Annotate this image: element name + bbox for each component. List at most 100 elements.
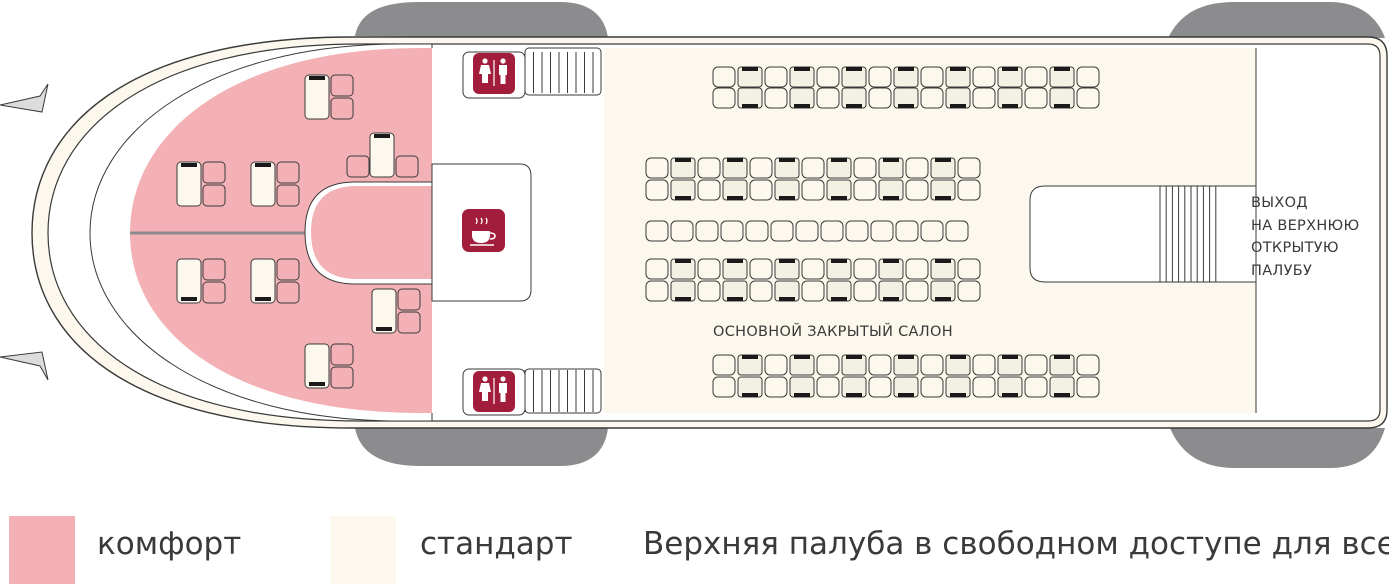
- seat-cushion[interactable]: [397, 311, 421, 334]
- standard-seat[interactable]: [801, 179, 825, 201]
- standard-seat[interactable]: [764, 354, 788, 376]
- seat-cushion[interactable]: [202, 161, 226, 184]
- standard-seat[interactable]: [905, 258, 929, 280]
- seat-cushion[interactable]: [330, 343, 354, 366]
- standard-seat[interactable]: [816, 376, 840, 398]
- standard-seat[interactable]: [697, 179, 721, 201]
- standard-seat[interactable]: [749, 280, 773, 302]
- comfort-seat-unit[interactable]: [176, 258, 226, 304]
- comfort-armchair[interactable]: [369, 132, 395, 178]
- standard-seat[interactable]: [764, 66, 788, 88]
- standard-seat[interactable]: [1024, 354, 1048, 376]
- seat-cushion[interactable]: [202, 184, 226, 207]
- seat-cushion[interactable]: [276, 258, 300, 281]
- standard-seat[interactable]: [712, 354, 736, 376]
- standard-seat[interactable]: [853, 179, 877, 201]
- comfort-seat-unit[interactable]: [176, 161, 226, 207]
- comfort-armchair[interactable]: [304, 74, 330, 120]
- seat-cushion[interactable]: [202, 258, 226, 281]
- standard-seat[interactable]: [749, 157, 773, 179]
- standard-seat[interactable]: [712, 87, 736, 109]
- standard-seat[interactable]: [801, 157, 825, 179]
- standard-seat[interactable]: [764, 87, 788, 109]
- comfort-seat-unit[interactable]: [304, 74, 354, 120]
- seat-cushion[interactable]: [202, 281, 226, 304]
- standard-seat[interactable]: [905, 157, 929, 179]
- seat-cushion[interactable]: [330, 97, 354, 120]
- standard-seat[interactable]: [853, 258, 877, 280]
- standard-seat[interactable]: [1076, 354, 1100, 376]
- standard-seat[interactable]: [720, 220, 744, 242]
- standard-seat[interactable]: [957, 280, 981, 302]
- restroom-icon[interactable]: [462, 51, 526, 99]
- standard-seat[interactable]: [645, 179, 669, 201]
- standard-seat[interactable]: [972, 66, 996, 88]
- standard-seat[interactable]: [972, 376, 996, 398]
- standard-seat[interactable]: [697, 258, 721, 280]
- standard-seat[interactable]: [695, 220, 719, 242]
- comfort-seat-unit[interactable]: [371, 288, 421, 334]
- standard-seat[interactable]: [697, 280, 721, 302]
- exit-stairs[interactable]: [1159, 186, 1217, 282]
- standard-seat[interactable]: [801, 280, 825, 302]
- comfort-seat-unit[interactable]: [346, 132, 419, 178]
- comfort-seat-unit[interactable]: [250, 161, 300, 207]
- standard-seat[interactable]: [945, 220, 969, 242]
- comfort-armchair[interactable]: [250, 161, 276, 207]
- comfort-armchair[interactable]: [176, 258, 202, 304]
- standard-seat[interactable]: [1024, 87, 1048, 109]
- standard-seat[interactable]: [853, 157, 877, 179]
- standard-seat[interactable]: [920, 66, 944, 88]
- standard-seat[interactable]: [957, 157, 981, 179]
- standard-seat[interactable]: [972, 87, 996, 109]
- seat-cushion[interactable]: [346, 155, 370, 178]
- comfort-seat-unit[interactable]: [304, 343, 354, 389]
- standard-seat[interactable]: [1076, 87, 1100, 109]
- standard-seat[interactable]: [920, 87, 944, 109]
- standard-seat[interactable]: [645, 280, 669, 302]
- standard-seat[interactable]: [845, 220, 869, 242]
- standard-seat[interactable]: [816, 87, 840, 109]
- standard-seat[interactable]: [853, 280, 877, 302]
- standard-seat[interactable]: [820, 220, 844, 242]
- standard-seat[interactable]: [645, 258, 669, 280]
- standard-seat[interactable]: [770, 220, 794, 242]
- standard-seat[interactable]: [920, 220, 944, 242]
- seat-cushion[interactable]: [395, 155, 419, 178]
- standard-seat[interactable]: [749, 258, 773, 280]
- standard-seat[interactable]: [1076, 66, 1100, 88]
- standard-seat[interactable]: [697, 157, 721, 179]
- seat-cushion[interactable]: [276, 281, 300, 304]
- standard-seat[interactable]: [868, 87, 892, 109]
- standard-seat[interactable]: [1024, 66, 1048, 88]
- standard-seat[interactable]: [1024, 376, 1048, 398]
- comfort-armchair[interactable]: [250, 258, 276, 304]
- standard-seat[interactable]: [816, 66, 840, 88]
- comfort-seat-unit[interactable]: [250, 258, 300, 304]
- standard-seat[interactable]: [745, 220, 769, 242]
- standard-seat[interactable]: [712, 376, 736, 398]
- standard-seat[interactable]: [868, 354, 892, 376]
- standard-seat[interactable]: [764, 376, 788, 398]
- standard-seat[interactable]: [795, 220, 819, 242]
- seat-cushion[interactable]: [397, 288, 421, 311]
- standard-seat[interactable]: [868, 66, 892, 88]
- standard-seat[interactable]: [957, 258, 981, 280]
- seat-cushion[interactable]: [330, 74, 354, 97]
- standard-seat[interactable]: [868, 376, 892, 398]
- standard-seat[interactable]: [957, 179, 981, 201]
- standard-seat[interactable]: [870, 220, 894, 242]
- standard-seat[interactable]: [749, 179, 773, 201]
- comfort-armchair[interactable]: [304, 343, 330, 389]
- seat-cushion[interactable]: [330, 366, 354, 389]
- standard-seat[interactable]: [905, 179, 929, 201]
- standard-seat[interactable]: [645, 220, 669, 242]
- comfort-armchair[interactable]: [176, 161, 202, 207]
- standard-seat[interactable]: [920, 354, 944, 376]
- standard-seat[interactable]: [905, 280, 929, 302]
- standard-seat[interactable]: [670, 220, 694, 242]
- standard-seat[interactable]: [645, 157, 669, 179]
- standard-seat[interactable]: [920, 376, 944, 398]
- seat-cushion[interactable]: [276, 161, 300, 184]
- coffee-cup-icon[interactable]: [462, 209, 505, 252]
